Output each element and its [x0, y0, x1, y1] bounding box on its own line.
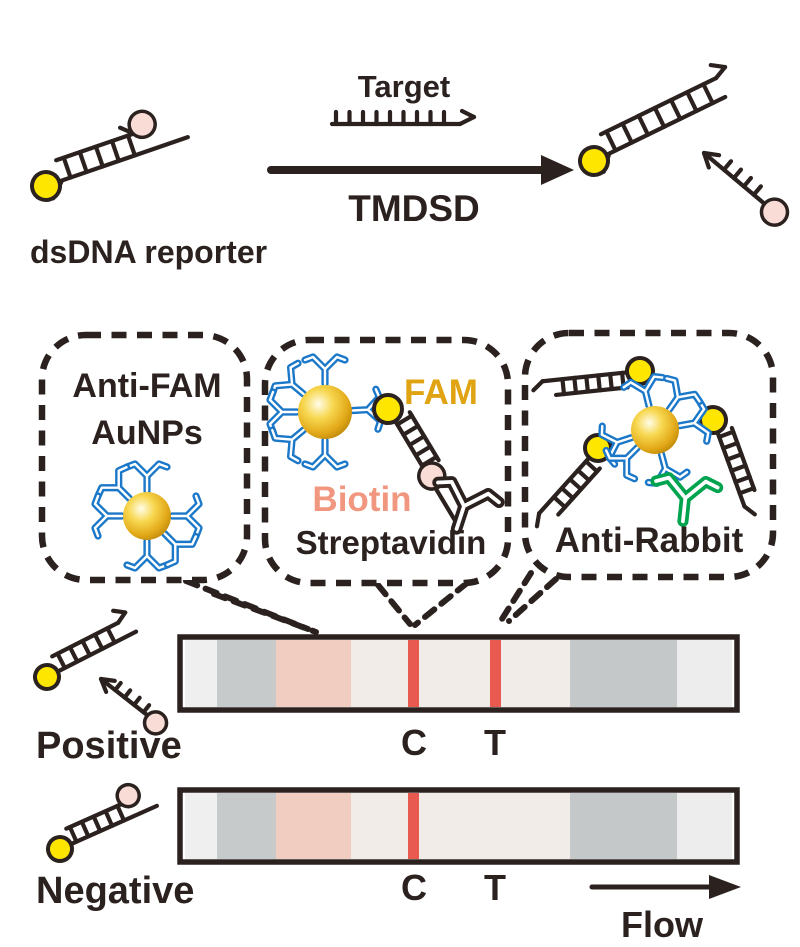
- negative-reporter-icon: [46, 782, 159, 863]
- released-biotin-strand: [701, 150, 790, 227]
- backing-left: [185, 793, 217, 859]
- gold-nanoparticle: [298, 385, 352, 439]
- tmdsd-arrow: [267, 155, 574, 185]
- biotin-dot: [115, 782, 141, 809]
- biotin-dot: [759, 197, 790, 227]
- fam-dot: [372, 393, 404, 425]
- control-line: [408, 640, 419, 707]
- gold-nanoparticle: [631, 406, 679, 454]
- aunp-icon: [599, 375, 709, 486]
- membrane: [351, 793, 570, 859]
- bubble-anti-fam-aunps: Anti-FAM AuNPs: [38, 331, 319, 635]
- biotin-label: Biotin: [312, 480, 411, 519]
- bubble-streptavidin: FAM Biotin Streptavidin: [261, 336, 512, 628]
- fam-dot: [33, 663, 61, 691]
- test-line: [490, 640, 501, 707]
- fam-label: FAM: [404, 373, 478, 412]
- biotin-dot: [127, 109, 157, 140]
- aunp-icon: [95, 464, 199, 568]
- dsdna-reporter: [30, 109, 190, 202]
- membrane: [351, 640, 570, 707]
- positive-released-strand-icon: [98, 676, 169, 736]
- captured-duplex-right: [698, 405, 757, 517]
- positive-label: Positive: [36, 725, 182, 767]
- biotin-dot: [142, 710, 169, 736]
- positive-strip-band-label-C: C: [401, 722, 427, 763]
- aunp-icon: [270, 357, 381, 467]
- negative-strip-band-label-T: T: [484, 867, 506, 908]
- positive-strip-band-label-T: T: [484, 722, 506, 763]
- gold-nanoparticle: [123, 492, 171, 540]
- fam-dot: [46, 835, 74, 863]
- reporter-label: dsDNA reporter: [30, 234, 267, 270]
- negative-strip-border: [177, 787, 740, 865]
- flow-arrow: [589, 875, 741, 899]
- fam-dot: [30, 170, 62, 202]
- bubble1-label-line2: AuNPs: [91, 414, 202, 452]
- positive-duplex-icon: [33, 608, 139, 691]
- sample-pad: [217, 793, 276, 859]
- target-strand: [329, 108, 477, 127]
- absorbent-pad: [570, 640, 677, 707]
- absorbent-pad: [570, 793, 677, 859]
- bubble1-label-line1: Anti-FAM: [72, 367, 221, 405]
- anti-rabbit-label: Anti-Rabbit: [555, 521, 744, 560]
- sample-pad: [217, 640, 276, 707]
- product-duplex: [578, 63, 728, 177]
- negative-strip-band-label-C: C: [401, 867, 427, 908]
- streptavidin-label: Streptavidin: [296, 524, 487, 561]
- bubble-anti-rabbit: Anti-Rabbit: [499, 329, 777, 624]
- conjugate-pad: [276, 640, 351, 707]
- control-line: [408, 793, 419, 859]
- reaction-label: TMDSD: [348, 188, 480, 229]
- negative-label: Negative: [36, 870, 194, 912]
- fam-dot: [625, 356, 655, 386]
- captured-duplex-top: [531, 356, 655, 398]
- flow-label: Flow: [621, 904, 704, 945]
- positive-strip-border: [177, 634, 740, 713]
- target-label: Target: [358, 69, 450, 104]
- backing-right: [677, 640, 732, 707]
- fam-dot: [578, 145, 610, 177]
- conjugate-pad: [276, 793, 351, 859]
- backing-right: [677, 793, 732, 859]
- backing-left: [185, 640, 217, 707]
